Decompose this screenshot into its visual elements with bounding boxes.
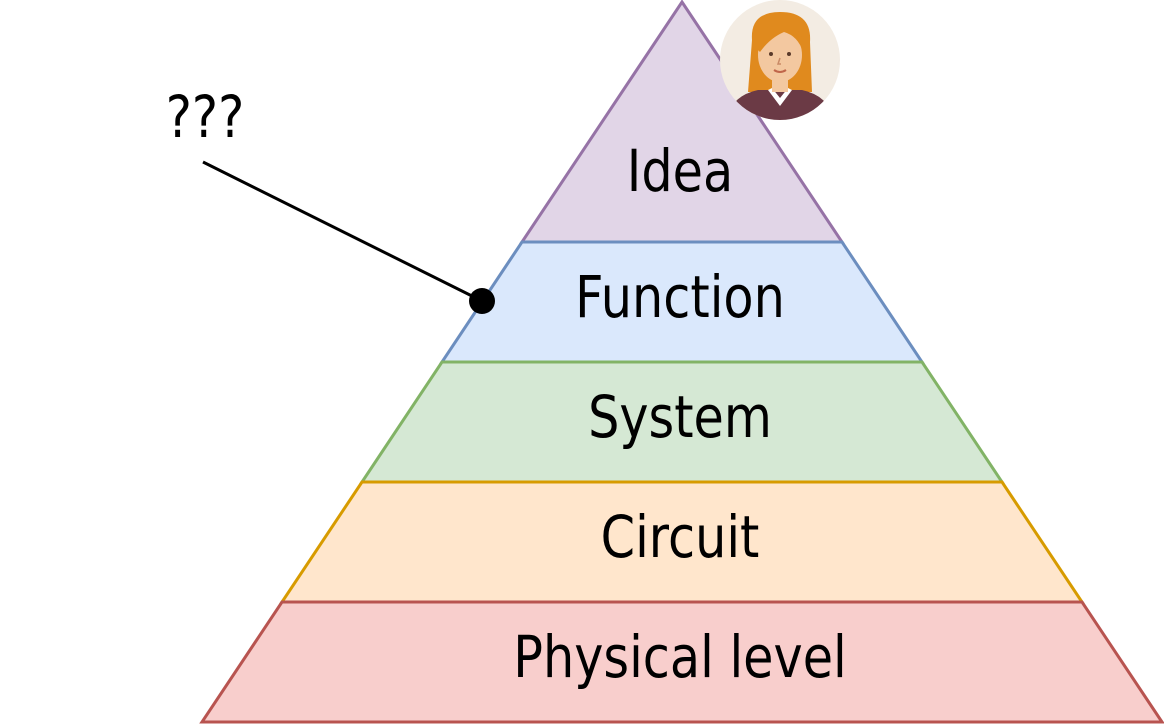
callout-line [202, 160, 483, 303]
pyramid-level-physical [199, 600, 1164, 724]
level-label-idea: Idea [626, 137, 734, 205]
level-label-function: Function [575, 263, 785, 331]
level-label-system: System [588, 383, 772, 451]
callout-text: ??? [165, 83, 245, 151]
level-label-physical: Physical level [513, 623, 847, 691]
level-label-circuit: Circuit [600, 503, 760, 571]
callout-dot [469, 288, 495, 314]
